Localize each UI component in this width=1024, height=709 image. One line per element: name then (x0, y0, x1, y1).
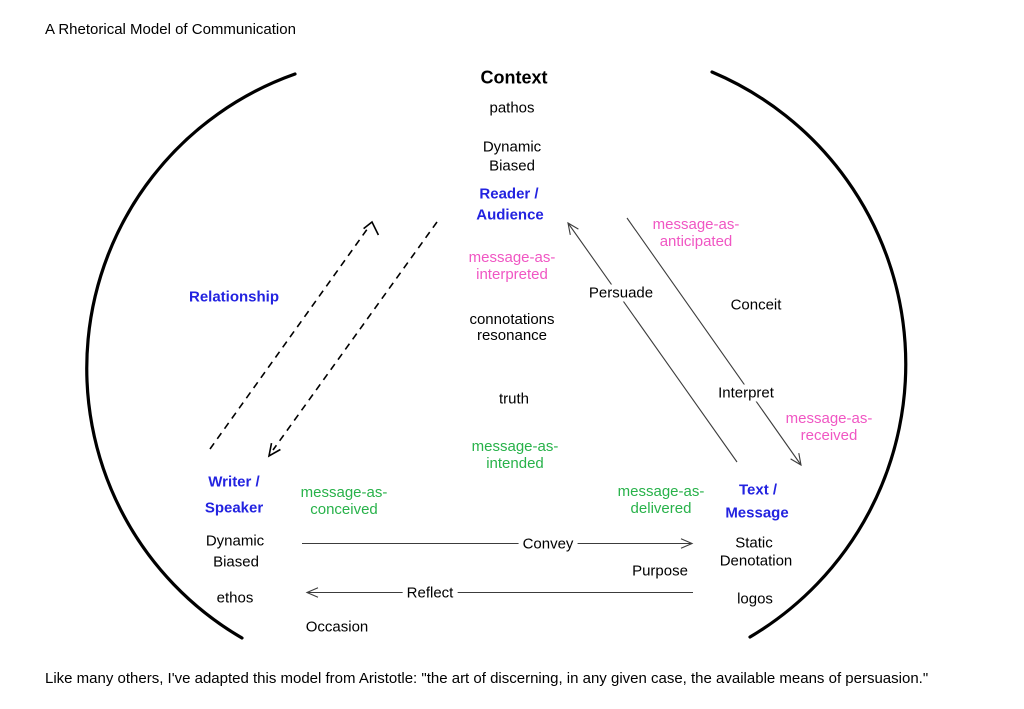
relationship-label: Relationship (188, 288, 280, 306)
reflect-arrowhead-icon (305, 587, 319, 598)
writer-node-line2: Speaker (204, 499, 264, 517)
interpret-line (626, 217, 802, 466)
persuade-label: Persuade (584, 284, 658, 302)
message-as-conceived-label: message-as- conceived (301, 484, 388, 518)
persuade-arrowhead-icon (567, 221, 579, 236)
right-paren-arc (710, 70, 908, 639)
message-as-anticipated-line1: message-as- (652, 216, 740, 233)
truth-label: truth (498, 390, 530, 408)
caption: Like many others, I've adapted this mode… (45, 670, 929, 687)
purpose-label: Purpose (632, 562, 688, 580)
message-as-received-label: message-as- received (786, 410, 873, 444)
left-paren-arc (85, 72, 297, 640)
message-as-interpreted-line2: interpreted (476, 266, 548, 283)
connotations-label: connotations (469, 311, 555, 328)
interpret-arrowhead-icon (790, 453, 802, 467)
message-as-interpreted-label: message-as- interpreted (469, 249, 556, 283)
resonance-label: resonance (476, 327, 548, 344)
dashed-arrow-to-writer (272, 221, 438, 451)
logos-label: logos (737, 590, 773, 608)
convey-label: Convey (518, 535, 578, 553)
message-as-anticipated-line2: anticipated (659, 233, 733, 250)
persuade-arrow (567, 221, 738, 463)
message-as-intended-line1: message-as- (471, 438, 559, 455)
text-node-line1: Text / (738, 481, 778, 499)
reader-biased-label: Biased (489, 157, 535, 175)
conceit-label: Conceit (730, 296, 782, 314)
message-as-interpreted-line1: message-as- (468, 249, 556, 266)
writer-biased-label: Biased (213, 553, 259, 571)
message-as-intended-label: message-as- intended (472, 438, 559, 472)
reader-node-line1: Reader / (479, 185, 539, 203)
message-as-delivered-line2: delivered (630, 500, 692, 517)
text-denotation-label: Denotation (719, 552, 793, 570)
message-as-delivered-line1: message-as- (617, 483, 705, 500)
connotations-resonance-label: connotations resonance (469, 312, 554, 344)
reflect-arrow (305, 587, 693, 598)
message-as-received-line1: message-as- (785, 410, 873, 427)
pathos-label: pathos (489, 99, 535, 117)
message-as-delivered-label: message-as- delivered (618, 483, 705, 517)
reader-dynamic-label: Dynamic (482, 138, 542, 156)
page-title: A Rhetorical Model of Communication (45, 21, 296, 38)
convey-arrow (302, 538, 694, 549)
text-static-label: Static (735, 534, 773, 552)
writer-dynamic-label: Dynamic (205, 532, 265, 550)
dashed-arrowhead-up-icon (363, 220, 380, 236)
ethos-label: ethos (216, 589, 254, 607)
message-as-conceived-line2: conceived (310, 501, 378, 518)
convey-arrowhead-icon (680, 538, 694, 549)
interpret-label: Interpret (714, 384, 778, 402)
reflect-label: Reflect (402, 584, 458, 602)
occasion-label: Occasion (305, 618, 369, 636)
persuade-line (567, 222, 738, 463)
dashed-arrow-to-reader (209, 227, 369, 450)
message-as-conceived-line1: message-as- (300, 484, 388, 501)
context-label: Context (480, 67, 548, 88)
writer-node-line1: Writer / (208, 473, 260, 491)
message-as-received-line2: received (800, 427, 858, 444)
text-node-line2: Message (725, 504, 789, 522)
interpret-arrow (626, 217, 802, 467)
relationship-dashed-arrows (209, 220, 438, 458)
reader-node-line2: Audience (476, 206, 544, 224)
message-as-anticipated-label: message-as- anticipated (653, 216, 740, 250)
dashed-arrowhead-down-icon (267, 442, 281, 458)
message-as-intended-line2: intended (486, 455, 544, 472)
